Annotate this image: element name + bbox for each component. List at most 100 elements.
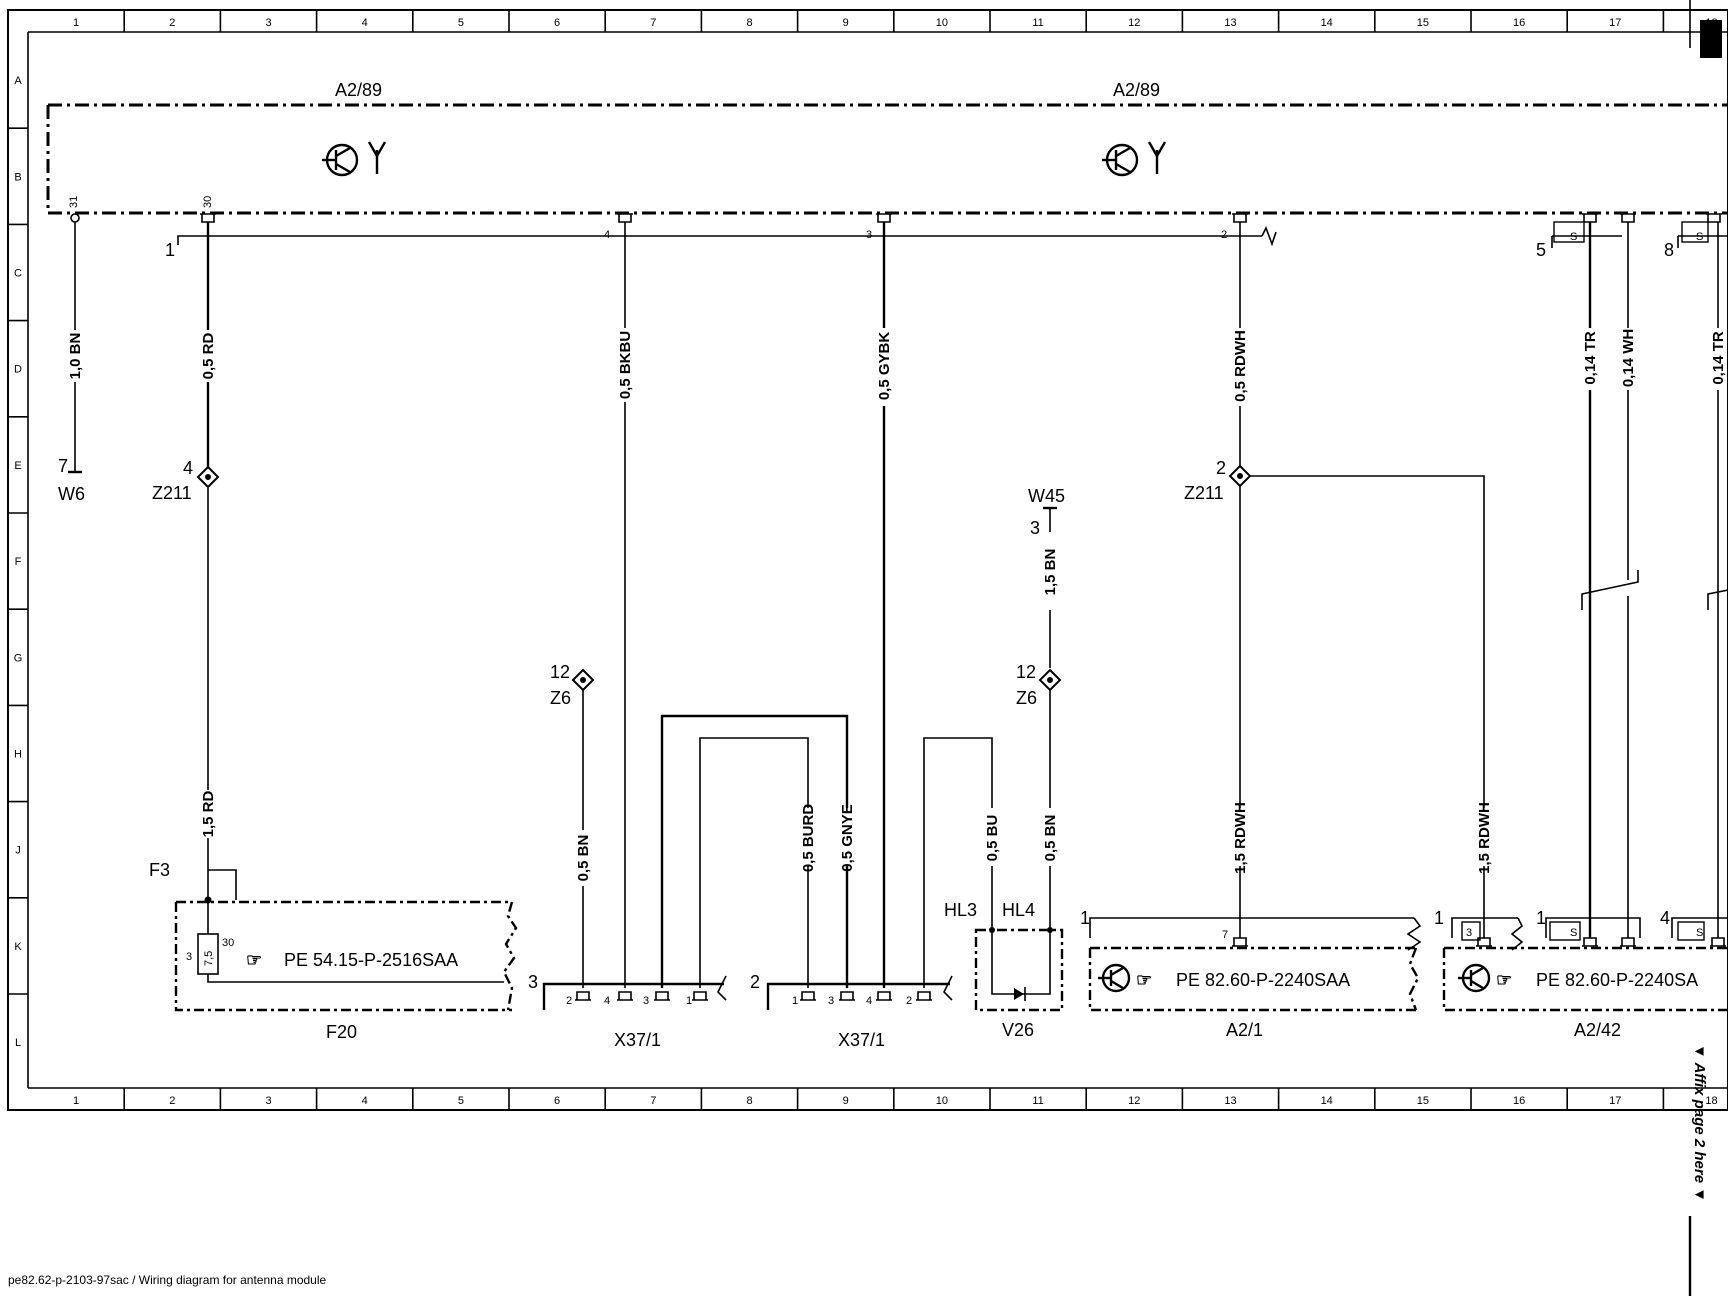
z211-left-pin: 4 <box>183 458 193 478</box>
a2-42-ref: PE 82.60-P-2240SA <box>1536 970 1698 990</box>
column-index: 17 <box>1609 17 1621 29</box>
component-a2-42: 1 3 S S 1 4 ☞ PE 82.60-P-2240SA A2/42 <box>1434 908 1728 1040</box>
f3-label: F3 <box>149 860 170 880</box>
z6-right-label: Z6 <box>1016 688 1037 708</box>
z6-left-pin: 12 <box>550 662 570 682</box>
wire-label-w6: 0,14 TR <box>1582 331 1599 385</box>
column-index: 15 <box>1417 17 1429 29</box>
wire-labels: 1,0 BN 0,5 RD 0,5 BKBU 0,5 GYBK 0,5 RDWH 0,14… <box>67 329 1727 882</box>
wire-label-w4: 0,5 GYBK <box>876 332 893 401</box>
row-index: B <box>14 171 21 183</box>
svg-text:S: S <box>1570 231 1577 243</box>
a2-1-ref: PE 82.60-P-2240SAA <box>1176 970 1350 990</box>
wire-label-w2: 0,5 RD <box>200 332 217 379</box>
svg-text:2: 2 <box>906 995 912 1007</box>
module-name-left: A2/89 <box>335 80 382 100</box>
x37-right-num: 2 <box>750 972 760 992</box>
corner-marker <box>1700 20 1722 58</box>
connector-x37-1-left: 3 2 4 3 1 X37/1 <box>528 972 727 1050</box>
svg-text:1: 1 <box>686 995 692 1007</box>
x37-left-label: X37/1 <box>614 1030 661 1050</box>
column-index: 1 <box>73 1095 79 1107</box>
column-index: 7 <box>650 17 656 29</box>
transistor-icon <box>1102 143 1139 177</box>
wire-label-w3: 0,5 BKBU <box>617 331 634 399</box>
row-index: C <box>14 268 22 280</box>
column-index: 12 <box>1128 1095 1140 1107</box>
svg-text:2: 2 <box>566 995 572 1007</box>
z6-left-label: Z6 <box>550 688 571 708</box>
antenna-icon <box>367 141 387 174</box>
affix-note: ▼ Affix page 2 here ▼ <box>1683 1040 1723 1230</box>
connector-x37-1-right: 2 1 3 4 2 X37/1 <box>750 972 953 1050</box>
a2-42-num: 1 <box>1434 908 1444 928</box>
column-index: 3 <box>265 17 271 29</box>
splice-connectors <box>196 464 1252 692</box>
f20-label: F20 <box>326 1022 357 1042</box>
svg-text:4: 4 <box>604 995 610 1007</box>
wire-label-w13: 1,5 BN <box>1042 549 1059 596</box>
wire-label-w12: 0,5 GNYE <box>839 804 856 872</box>
antenna-icon <box>1147 141 1167 174</box>
row-index: G <box>14 652 23 664</box>
svg-text:30: 30 <box>202 196 214 208</box>
a2-42-ref-icon: ☞ <box>1496 970 1512 990</box>
svg-text:4: 4 <box>866 995 872 1007</box>
column-index: 18 <box>1705 1095 1717 1107</box>
row-index: D <box>14 364 22 376</box>
wire-label-w17: 1,5 RDWH <box>1476 802 1493 874</box>
svg-text:1: 1 <box>792 995 798 1007</box>
fuse-pin-right: 30 <box>222 937 234 949</box>
svg-text:S: S <box>1696 231 1703 243</box>
a2-42-label: A2/42 <box>1574 1020 1621 1040</box>
svg-text:3: 3 <box>866 229 872 241</box>
svg-text:3: 3 <box>1466 927 1472 939</box>
z211-right-label: Z211 <box>1184 483 1224 503</box>
column-index: 15 <box>1417 1095 1429 1107</box>
svg-text:S: S <box>1696 927 1703 939</box>
hl3-label: HL3 <box>944 900 977 920</box>
column-index: 6 <box>554 17 560 29</box>
a2-1-label: A2/1 <box>1226 1020 1263 1040</box>
fuse-box-f20: F3 7,5 3 30 ☞ PE 54.15-P-2516SAA F20 <box>149 860 518 1042</box>
wire-harness <box>68 222 1728 988</box>
v26-label: V26 <box>1002 1020 1034 1040</box>
column-index: 16 <box>1513 17 1525 29</box>
row-index: K <box>14 941 22 953</box>
column-index: 10 <box>936 1095 948 1107</box>
wire-label-w5: 0,5 RDWH <box>1232 330 1249 402</box>
svg-text:4: 4 <box>604 229 610 241</box>
svg-text:7: 7 <box>1222 929 1228 941</box>
svg-text:8: 8 <box>1664 240 1674 260</box>
column-index: 2 <box>169 17 175 29</box>
wire-label-w1: 1,0 BN <box>67 333 84 380</box>
column-index: 4 <box>362 1095 368 1107</box>
w6-pin: 7 <box>58 456 68 476</box>
column-index: 1 <box>73 17 79 29</box>
a2-1-num: 1 <box>1080 908 1090 928</box>
column-index: 6 <box>554 1095 560 1107</box>
component-labels: 7 W6 4 Z211 2 Z211 W45 3 12 Z6 12 Z6 <box>58 456 1226 708</box>
wire-label-w15: 0,5 BN <box>1042 815 1059 862</box>
component-v26: HL3 HL4 V26 <box>944 900 1064 1040</box>
wire-label-w8: 0,14 TR <box>1710 331 1727 385</box>
f20-ref-icon: ☞ <box>246 950 262 970</box>
w6-label: W6 <box>58 484 85 504</box>
row-index: L <box>15 1037 21 1049</box>
column-index: 3 <box>265 1095 271 1107</box>
module-name-right: A2/89 <box>1113 80 1160 100</box>
row-index: F <box>15 556 22 568</box>
svg-text:5: 5 <box>1536 240 1546 260</box>
row-index: J <box>15 845 21 857</box>
svg-text:2: 2 <box>1221 229 1227 241</box>
fuse-value: 7,5 <box>203 951 215 966</box>
svg-text:3: 3 <box>643 995 649 1007</box>
column-index: 14 <box>1321 1095 1333 1107</box>
column-index: 4 <box>362 17 368 29</box>
z6-right-pin: 12 <box>1016 662 1036 682</box>
w45-label: W45 <box>1028 486 1065 506</box>
column-index: 16 <box>1513 1095 1525 1107</box>
